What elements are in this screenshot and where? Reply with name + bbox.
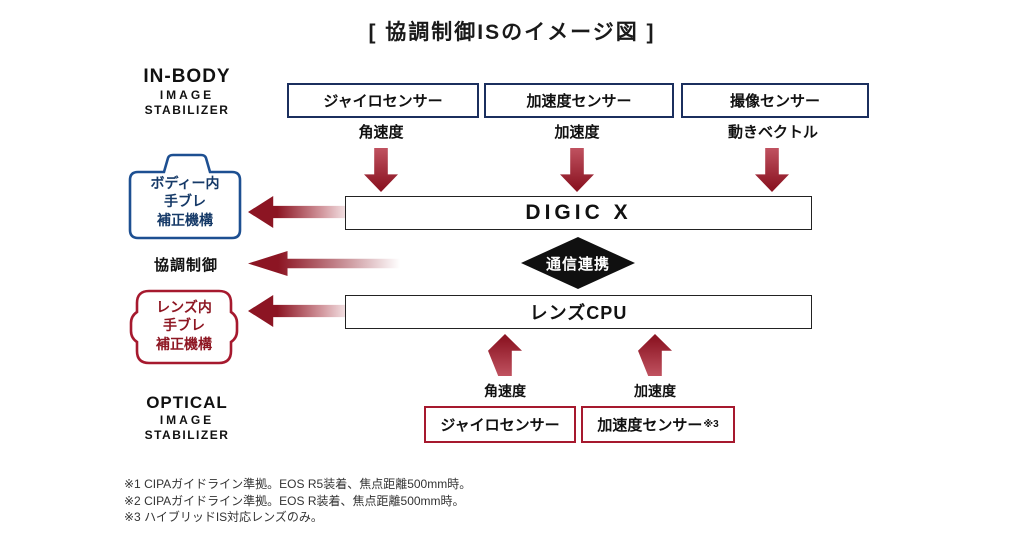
logo-line-3: STABILIZER bbox=[144, 427, 230, 442]
logo-line-3: STABILIZER bbox=[144, 102, 230, 117]
gyro-sensor-label: ジャイロセンサー bbox=[323, 93, 443, 110]
down-arrow-icon bbox=[560, 148, 594, 192]
down-arrow-icon bbox=[755, 148, 789, 192]
gyro-sensor-box-bottom: ジャイロセンサー bbox=[424, 406, 576, 443]
body-unit-line-2: 手ブレ bbox=[164, 193, 206, 210]
footnote-3: ※3 ハイブリッドIS対応レンズのみ。 bbox=[124, 510, 323, 525]
gyro-sensor-box-top: ジャイロセンサー bbox=[287, 83, 479, 118]
acceleration-sensor-box-top: 加速度センサー bbox=[484, 83, 674, 118]
logo-line-2: IMAGE bbox=[159, 87, 215, 102]
motion-vector-label: 動きベクトル bbox=[727, 124, 818, 141]
lens-unit-line-3: 補正機構 bbox=[156, 335, 212, 352]
up-arrow-icon bbox=[638, 334, 672, 376]
lens-unit-line-1: レンズ内 bbox=[156, 299, 212, 315]
communication-link-label: 通信連携 bbox=[545, 255, 610, 273]
lens-outline-icon bbox=[129, 289, 239, 365]
lens-unit-line-2: 手ブレ bbox=[163, 317, 205, 334]
logo-line-1: OPTICAL bbox=[146, 393, 228, 412]
gyro-sensor-bottom-label: ジャイロセンサー bbox=[440, 417, 560, 434]
digic-x-label: DIGIC X bbox=[525, 201, 632, 224]
acceleration-label-bottom: 加速度 bbox=[634, 383, 676, 399]
optical-image-stabilizer-logo: OPTICAL IMAGE STABILIZER bbox=[135, 393, 239, 443]
angular-velocity-label-bottom: 角速度 bbox=[484, 383, 526, 399]
body-unit-line-1: ボディー内 bbox=[150, 175, 220, 191]
lens-cpu-box: レンズCPU bbox=[345, 295, 812, 329]
in-body-image-stabilizer-logo: IN-BODY IMAGE STABILIZER bbox=[135, 66, 239, 118]
image-sensor-label: 撮像センサー bbox=[729, 93, 820, 110]
acceleration-label-top: 加速度 bbox=[554, 124, 600, 141]
acceleration-sensor-box-bottom: 加速度センサー※3 bbox=[581, 406, 735, 443]
communication-link-diamond: 通信連携 bbox=[521, 237, 635, 289]
acceleration-sensor-label: 加速度センサー bbox=[526, 93, 632, 110]
body-unit-text: ボディー内 手ブレ 補正機構 bbox=[124, 174, 246, 229]
up-arrow-icon bbox=[488, 334, 522, 376]
down-arrow-icon bbox=[364, 148, 398, 192]
image-sensor-box: 撮像センサー bbox=[681, 83, 869, 118]
left-arrow-icon bbox=[248, 295, 345, 327]
footnote-2: ※2 CIPAガイドライン準拠。EOS R装着、焦点距離500mm時。 bbox=[124, 493, 465, 508]
footnotes: ※1 CIPAガイドライン準拠。EOS R5装着、焦点距離500mm時。 ※2 … bbox=[124, 476, 471, 526]
camera-body-outline-icon bbox=[128, 153, 242, 240]
left-arrow-fading-icon bbox=[248, 251, 400, 276]
footnote-1: ※1 CIPAガイドライン準拠。EOS R5装着、焦点距離500mm時。 bbox=[124, 477, 472, 491]
lens-cpu-label: レンズCPU bbox=[529, 303, 628, 323]
lens-unit-text: レンズ内 手ブレ 補正機構 bbox=[127, 298, 241, 353]
footnote-marker: ※3 bbox=[703, 419, 719, 430]
in-body-stabilization-unit: ボディー内 手ブレ 補正機構 bbox=[124, 150, 246, 242]
in-lens-stabilization-unit: レンズ内 手ブレ 補正機構 bbox=[127, 286, 241, 368]
body-unit-line-3: 補正機構 bbox=[157, 211, 213, 228]
digic-x-box: DIGIC X bbox=[345, 196, 812, 230]
logo-line-2: IMAGE bbox=[159, 412, 215, 427]
diagram-title: [ 協調制御ISのイメージ図 ] bbox=[368, 21, 656, 44]
left-arrow-icon bbox=[248, 196, 345, 228]
logo-line-1: IN-BODY bbox=[143, 66, 231, 87]
angular-velocity-label-top: 角速度 bbox=[358, 124, 404, 141]
coordination-control-label: 協調制御 bbox=[153, 257, 218, 274]
acceleration-sensor-bottom-label: 加速度センサー bbox=[597, 417, 703, 434]
